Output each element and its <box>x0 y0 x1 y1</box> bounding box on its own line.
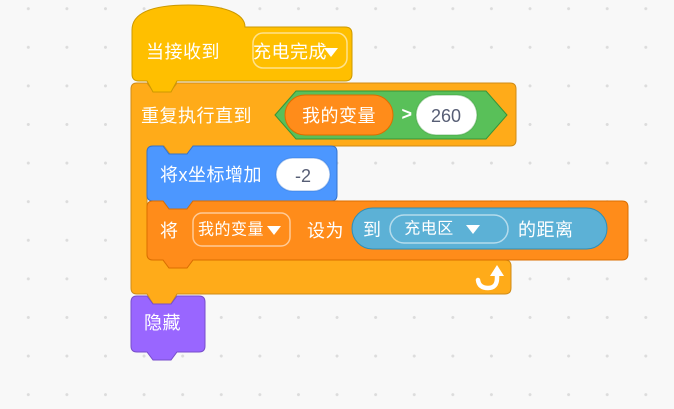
chevron-down-icon <box>466 225 480 234</box>
variable-reporter[interactable]: 我的变量 <box>284 94 394 136</box>
distance-target-value: 充电区 <box>404 220 454 238</box>
distance-to-suffix: 的距离 <box>518 220 574 240</box>
block-greater-than[interactable]: 我的变量 > 260 <box>274 90 508 140</box>
distance-to-prefix: 到 <box>363 220 382 240</box>
variable-dropdown-value: 我的变量 <box>198 221 264 239</box>
number-input-260-value: 260 <box>431 106 461 126</box>
message-dropdown-value: 充电完成 <box>253 42 327 62</box>
when-received-body[interactable] <box>131 4 353 93</box>
number-input-minus2-value: -2 <box>295 166 311 186</box>
number-input-260[interactable]: 260 <box>415 94 478 136</box>
variable-dropdown[interactable]: 我的变量 <box>192 212 291 247</box>
hide-label: 隐藏 <box>144 313 181 333</box>
distance-target-dropdown[interactable]: 充电区 <box>389 214 509 244</box>
chevron-down-icon <box>267 226 281 235</box>
chevron-down-icon <box>324 48 338 57</box>
when-received-label: 当接收到 <box>146 42 220 62</box>
block-set-variable[interactable]: 将 我的变量 设为 到 充电区 的距离 <box>146 200 629 269</box>
greater-than-operator: > <box>401 104 412 124</box>
change-x-label: 将x坐标增加 <box>160 165 262 185</box>
hide-body[interactable] <box>130 295 206 361</box>
block-change-x[interactable]: 将x坐标增加 -2 <box>146 145 338 210</box>
set-variable-infix: 设为 <box>307 221 344 241</box>
block-distance-to[interactable]: 到 充电区 的距离 <box>351 207 608 250</box>
block-when-received[interactable]: 当接收到 充电完成 <box>131 4 353 93</box>
repeat-until-label: 重复执行直到 <box>141 106 252 126</box>
variable-reporter-label: 我的变量 <box>302 106 376 126</box>
number-input-minus2[interactable]: -2 <box>275 157 331 192</box>
loop-arrow-icon <box>475 265 504 291</box>
message-dropdown[interactable]: 充电完成 <box>252 32 348 69</box>
set-variable-prefix: 将 <box>160 221 179 241</box>
block-hide[interactable]: 隐藏 <box>130 295 206 361</box>
